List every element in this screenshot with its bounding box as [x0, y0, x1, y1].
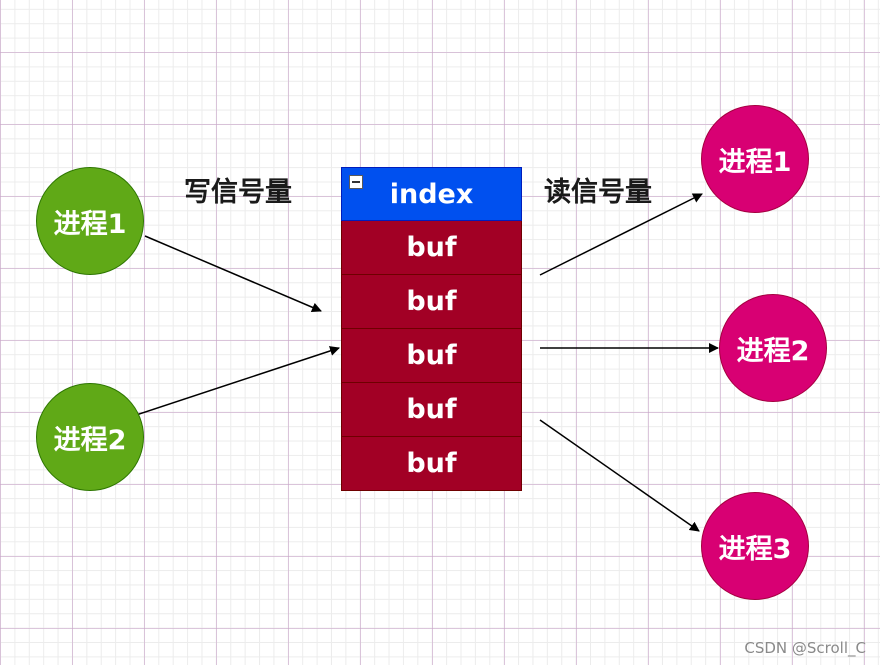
- writer-process-1[interactable]: 进程1: [36, 167, 144, 275]
- buffer-row[interactable]: buf: [341, 437, 522, 491]
- buffer-header[interactable]: index: [341, 167, 522, 221]
- reader-process-1-label: 进程1: [718, 146, 792, 178]
- buffer-header-label: index: [389, 178, 474, 210]
- arrow-buffer-to-reader-3: [539, 419, 700, 532]
- reader-process-3[interactable]: 进程3: [701, 492, 809, 600]
- buffer-row[interactable]: buf: [341, 275, 522, 329]
- reader-process-2-label: 进程2: [736, 335, 810, 367]
- buffer-row-label: buf: [406, 232, 457, 263]
- arrow-writer-2-to-buffer: [126, 346, 340, 419]
- collapse-icon[interactable]: [349, 175, 363, 189]
- read-semaphore-label: 读信号量: [544, 177, 652, 208]
- watermark: CSDN @Scroll_C: [744, 639, 866, 657]
- buffer-row-label: buf: [406, 394, 457, 425]
- write-semaphore-label: 写信号量: [184, 177, 292, 208]
- writer-process-1-label: 进程1: [53, 208, 127, 240]
- reader-process-1[interactable]: 进程1: [701, 105, 809, 213]
- buffer-row-label: buf: [406, 340, 457, 371]
- writer-process-2-label: 进程2: [53, 424, 127, 456]
- buffer-row-label: buf: [406, 448, 457, 479]
- reader-process-2[interactable]: 进程2: [719, 294, 827, 402]
- buffer-row[interactable]: buf: [341, 329, 522, 383]
- writer-process-2[interactable]: 进程2: [36, 383, 144, 491]
- buffer-row[interactable]: buf: [341, 383, 522, 437]
- arrow-buffer-to-reader-1: [539, 193, 703, 276]
- reader-process-3-label: 进程3: [718, 533, 792, 565]
- buffer-row[interactable]: buf: [341, 221, 522, 275]
- shared-buffer[interactable]: index buf buf buf buf buf: [341, 167, 522, 491]
- buffer-row-label: buf: [406, 286, 457, 317]
- arrow-writer-1-to-buffer: [144, 235, 322, 313]
